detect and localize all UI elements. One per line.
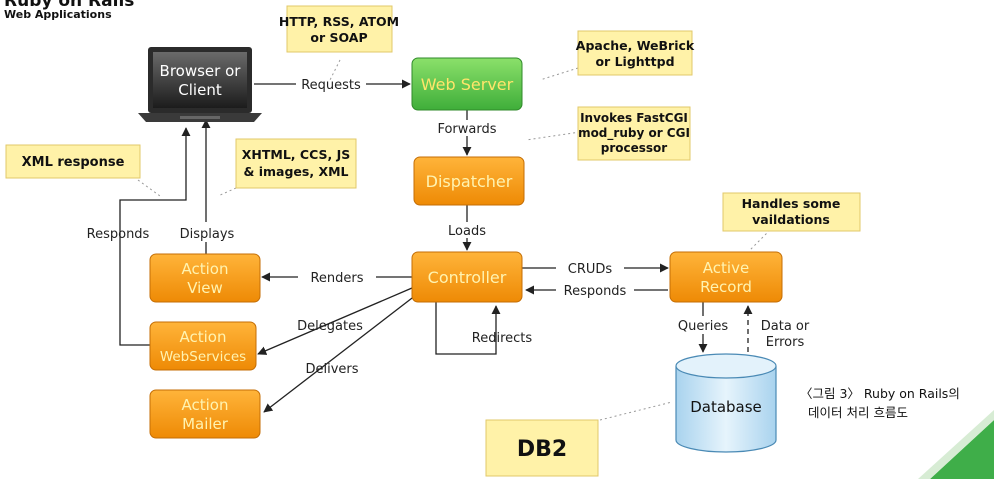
label-responds-left: Responds (87, 227, 150, 242)
svg-text:Mailer: Mailer (182, 415, 229, 433)
svg-text:Action: Action (182, 260, 229, 278)
svg-text:Record: Record (700, 278, 752, 296)
action-mailer-node: Action Mailer (149, 389, 261, 439)
svg-text:DB2: DB2 (517, 437, 567, 462)
dispatcher-label: Dispatcher (426, 172, 513, 191)
action-webservices-node: Action WebServices (149, 321, 257, 371)
callout-fastcgi (525, 131, 581, 141)
corner-decoration (918, 410, 994, 479)
label-cruds: CRUDs (568, 262, 613, 277)
svg-text:or SOAP: or SOAP (310, 30, 367, 45)
label-renders: Renders (310, 271, 363, 286)
note-fastcgi: Invokes FastCGI mod_ruby or CGI processo… (577, 106, 691, 161)
svg-text:Invokes FastCGI: Invokes FastCGI (580, 111, 688, 125)
edge-responds-left-line (119, 127, 191, 346)
label-redirects: Redirects (472, 331, 533, 346)
svg-text:mod_ruby or CGI: mod_ruby or CGI (578, 126, 690, 141)
svg-text:Handles some: Handles some (742, 196, 841, 211)
edge-delegates-line (257, 287, 413, 355)
svg-text:XHTML, CCS, JS: XHTML, CCS, JS (242, 147, 350, 162)
notes: HTTP, RSS, ATOM or SOAP Apache, WeBrick … (5, 5, 861, 477)
browser-label-line2: Client (178, 81, 222, 99)
callout-servers (539, 67, 579, 81)
database-label: Database (690, 398, 762, 416)
label-forwards: Forwards (437, 122, 496, 137)
svg-text:or Lighttpd: or Lighttpd (595, 54, 674, 69)
header-title: Ruby on Rails (4, 0, 134, 11)
svg-text:XML response: XML response (22, 155, 125, 170)
edge-delivers-line (263, 294, 417, 413)
svg-text:Action: Action (180, 328, 227, 346)
svg-text:Active: Active (703, 259, 749, 277)
browser-label-line1: Browser or (160, 62, 242, 80)
caption-line1: 〈그림 3〉 Ruby on Rails의 (800, 386, 960, 401)
figure-caption: 〈그림 3〉 Ruby on Rails의 데이터 처리 흐름도 (800, 386, 960, 420)
header-subtitle: Web Applications (4, 8, 112, 21)
label-delivers: Delivers (305, 362, 358, 377)
label-responds-ar: Responds (564, 284, 627, 299)
callout-validations (749, 229, 771, 251)
edge-labels: Requests Forwards Loads Renders Delegate… (87, 78, 810, 377)
label-loads: Loads (448, 224, 486, 239)
edges (119, 79, 753, 413)
svg-text:Action: Action (182, 396, 229, 414)
label-requests: Requests (301, 78, 361, 93)
active-record-node: Active Record (669, 251, 783, 303)
caption-line2: 데이터 처리 흐름도 (808, 405, 908, 420)
svg-text:processor: processor (601, 141, 668, 155)
web-server-node: Web Server (411, 57, 523, 111)
svg-text:View: View (187, 279, 223, 297)
callout-xml (137, 179, 161, 197)
laptop-icon (138, 47, 262, 122)
controller-node: Controller (411, 251, 523, 303)
edge-redirects-line (435, 300, 501, 355)
callout-formats (217, 187, 237, 197)
callout-protocols (329, 59, 341, 81)
dispatcher-node: Dispatcher (413, 156, 525, 206)
note-validations: Handles some vaildations (722, 192, 861, 232)
label-errors: Errors (766, 335, 805, 350)
action-view-node: Action View (149, 253, 261, 303)
note-formats: XHTML, CCS, JS & images, XML (235, 138, 357, 189)
svg-text:& images, XML: & images, XML (243, 164, 348, 179)
label-delegates: Delegates (297, 319, 363, 334)
note-xml-response: XML response (5, 144, 141, 179)
svg-text:vaildations: vaildations (752, 212, 830, 227)
note-db2: DB2 (485, 419, 599, 477)
database-cylinder-icon (675, 353, 777, 453)
browser-client-node: Browser or Client (138, 47, 262, 122)
callout-connectors (137, 59, 771, 421)
database-node: Database (675, 353, 777, 453)
note-protocols: HTTP, RSS, ATOM or SOAP (279, 5, 399, 53)
web-server-label: Web Server (421, 75, 514, 94)
label-displays: Displays (180, 227, 235, 242)
note-servers: Apache, WeBrick or Lighttpd (576, 30, 695, 76)
label-data-or: Data or (761, 319, 810, 334)
svg-text:Apache, WeBrick: Apache, WeBrick (576, 38, 695, 53)
label-queries: Queries (678, 319, 728, 334)
callout-db2 (599, 401, 673, 421)
svg-text:HTTP, RSS, ATOM: HTTP, RSS, ATOM (279, 14, 399, 29)
header: Ruby on Rails Web Applications (4, 0, 134, 21)
svg-text:WebServices: WebServices (160, 349, 246, 365)
controller-label: Controller (428, 268, 507, 287)
